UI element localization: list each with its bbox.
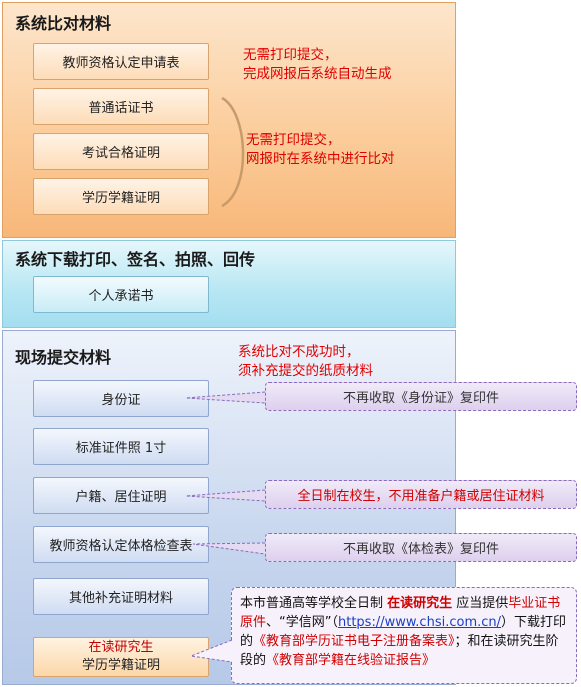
req-registration-form: 《教育部学历证书电子注册备案表》 [253,634,455,649]
household-callout: 全日制在校生，不用准备户籍或居住证材料 [265,480,577,509]
system-compare-note: 无需打印提交， 网报时在系统中进行比对 [246,131,395,169]
auto-note-line-1: 无需打印提交， [243,47,338,63]
household-residence-box: 户籍、居住证明 [33,477,209,514]
id-photo-box: 标准证件照 1寸 [33,428,209,465]
compare-note-line-2: 网报时在系统中进行比对 [246,151,395,167]
onsite-section-title: 现场提交材料 [15,348,112,367]
mandarin-certificate-box: 普通话证书 [33,88,209,125]
id-card-box: 身份证 [33,380,209,417]
onsite-supplement-note: 系统比对不成功时， 须补充提交的纸质材料 [238,343,373,381]
req-grad-student: 在读研究生 [387,596,453,611]
auto-generate-note: 无需打印提交， 完成网报后系统自动生成 [243,46,392,84]
other-materials-box: 其他补充证明材料 [33,578,209,615]
req-text-1: 本市普通高等学校全日制 [240,596,388,611]
physical-exam-callout: 不再收取《体检表》复印件 [265,533,577,562]
req-text-5: ；和在读研究生阶段的 [240,634,559,668]
req-text-2: 应当提供 [452,596,509,611]
compare-section-title: 系统比对材料 [15,14,112,33]
auto-note-line-2: 完成网报后系统自动生成 [243,66,392,82]
req-diploma-original: 毕业证书原件 [240,596,561,630]
education-record-box: 学历学籍证明 [33,178,209,215]
application-form-box: 教师资格认定申请表 [33,43,209,80]
req-text-4: ）下载打印的 [240,615,567,649]
grad-student-record-box: 在读研究生 学历学籍证明 [33,637,209,677]
grad-student-label: 在读研究生 [88,640,154,655]
onsite-note-line-2: 须补充提交的纸质材料 [238,363,373,379]
download-section-title: 系统下载打印、签名、拍照、回传 [15,250,256,269]
compare-note-line-1: 无需打印提交， [246,132,341,148]
id-card-callout: 不再收取《身份证》复印件 [265,382,577,411]
grad-student-requirements-callout: 本市普通高等学校全日制 在读研究生 应当提供毕业证书原件、“学信网”（https… [231,587,577,684]
req-text-3: 、“学信网”（ [266,615,338,630]
onsite-note-line-1: 系统比对不成功时， [238,344,360,360]
exam-pass-certificate-box: 考试合格证明 [33,133,209,170]
grad-record-label: 学历学籍证明 [81,658,160,673]
physical-exam-form-box: 教师资格认定体格检查表 [33,526,209,563]
chsi-link[interactable]: https://www.chsi.com.cn/ [338,615,502,630]
req-verification-report: 《教育部学籍在线验证报告》 [266,653,436,668]
personal-commitment-box: 个人承诺书 [33,276,209,313]
